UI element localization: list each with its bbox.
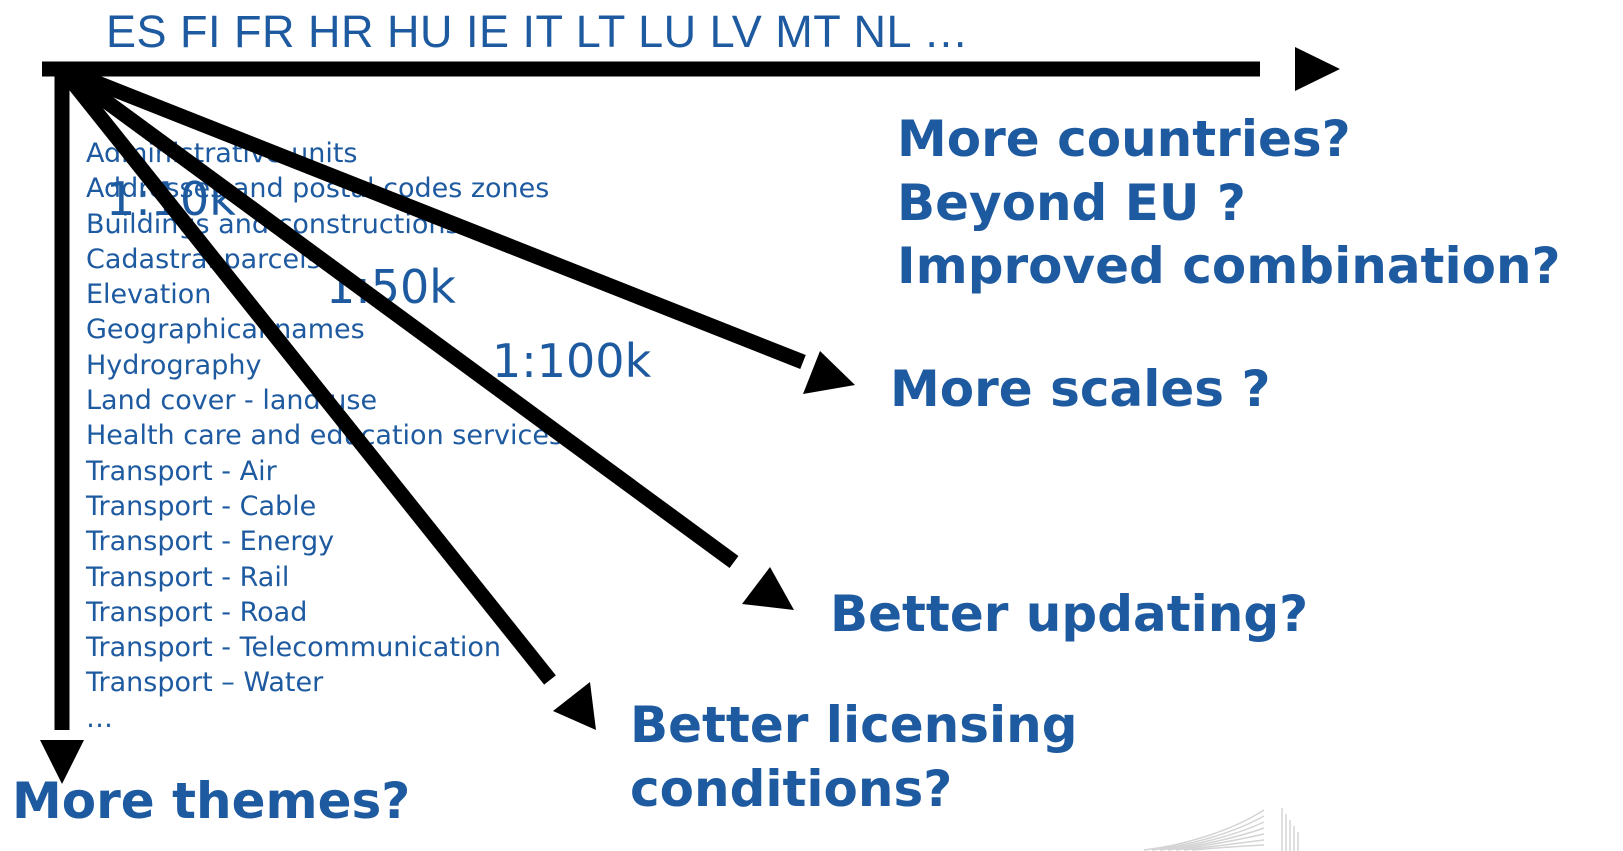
question-more-scales: More scales ? [890,360,1271,418]
question-more-countries: More countries? [897,110,1351,168]
question-more-themes: More themes? [12,772,411,830]
arrow-licensing [56,64,556,685]
countries-list: ES FI FR HR HU IE IT LT LU LV MT NL … [106,6,969,57]
theme-item: Transport - Road [86,596,308,628]
theme-item: Transport - Energy [86,526,335,558]
theme-item: Transport – Water [86,667,324,699]
theme-item: Transport - Cable [86,490,317,522]
theme-item: … [86,702,113,734]
theme-item: Hydrography [86,349,262,381]
arrowhead-updating [742,567,794,610]
theme-item: Transport - Air [86,455,277,487]
theme-item: Elevation [86,279,212,311]
question-improved-combination: Improved combination? [897,237,1561,295]
question-beyond-eu: Beyond EU ? [897,174,1246,232]
watermark-logo [1143,808,1299,851]
theme-item: Transport - Telecommunication [86,632,502,664]
question-conditions: conditions? [630,760,953,818]
arrowhead-themes [40,740,84,784]
theme-item: Geographical names [86,314,365,346]
question-better-updating: Better updating? [830,585,1309,643]
question-better-licensing: Better licensing [630,696,1078,754]
arrowhead-countries [1295,47,1340,91]
scale-label-100k: 1:100k [492,334,652,388]
arrowhead-licensing [553,682,596,730]
arrow-scales [59,62,806,369]
arrowhead-scales [803,351,855,394]
theme-list: Administrative units Addresses and posta… [86,136,563,736]
arrow-updating [57,62,739,569]
theme-item: Health care and education services [86,420,564,452]
theme-item: Transport - Rail [86,561,290,593]
